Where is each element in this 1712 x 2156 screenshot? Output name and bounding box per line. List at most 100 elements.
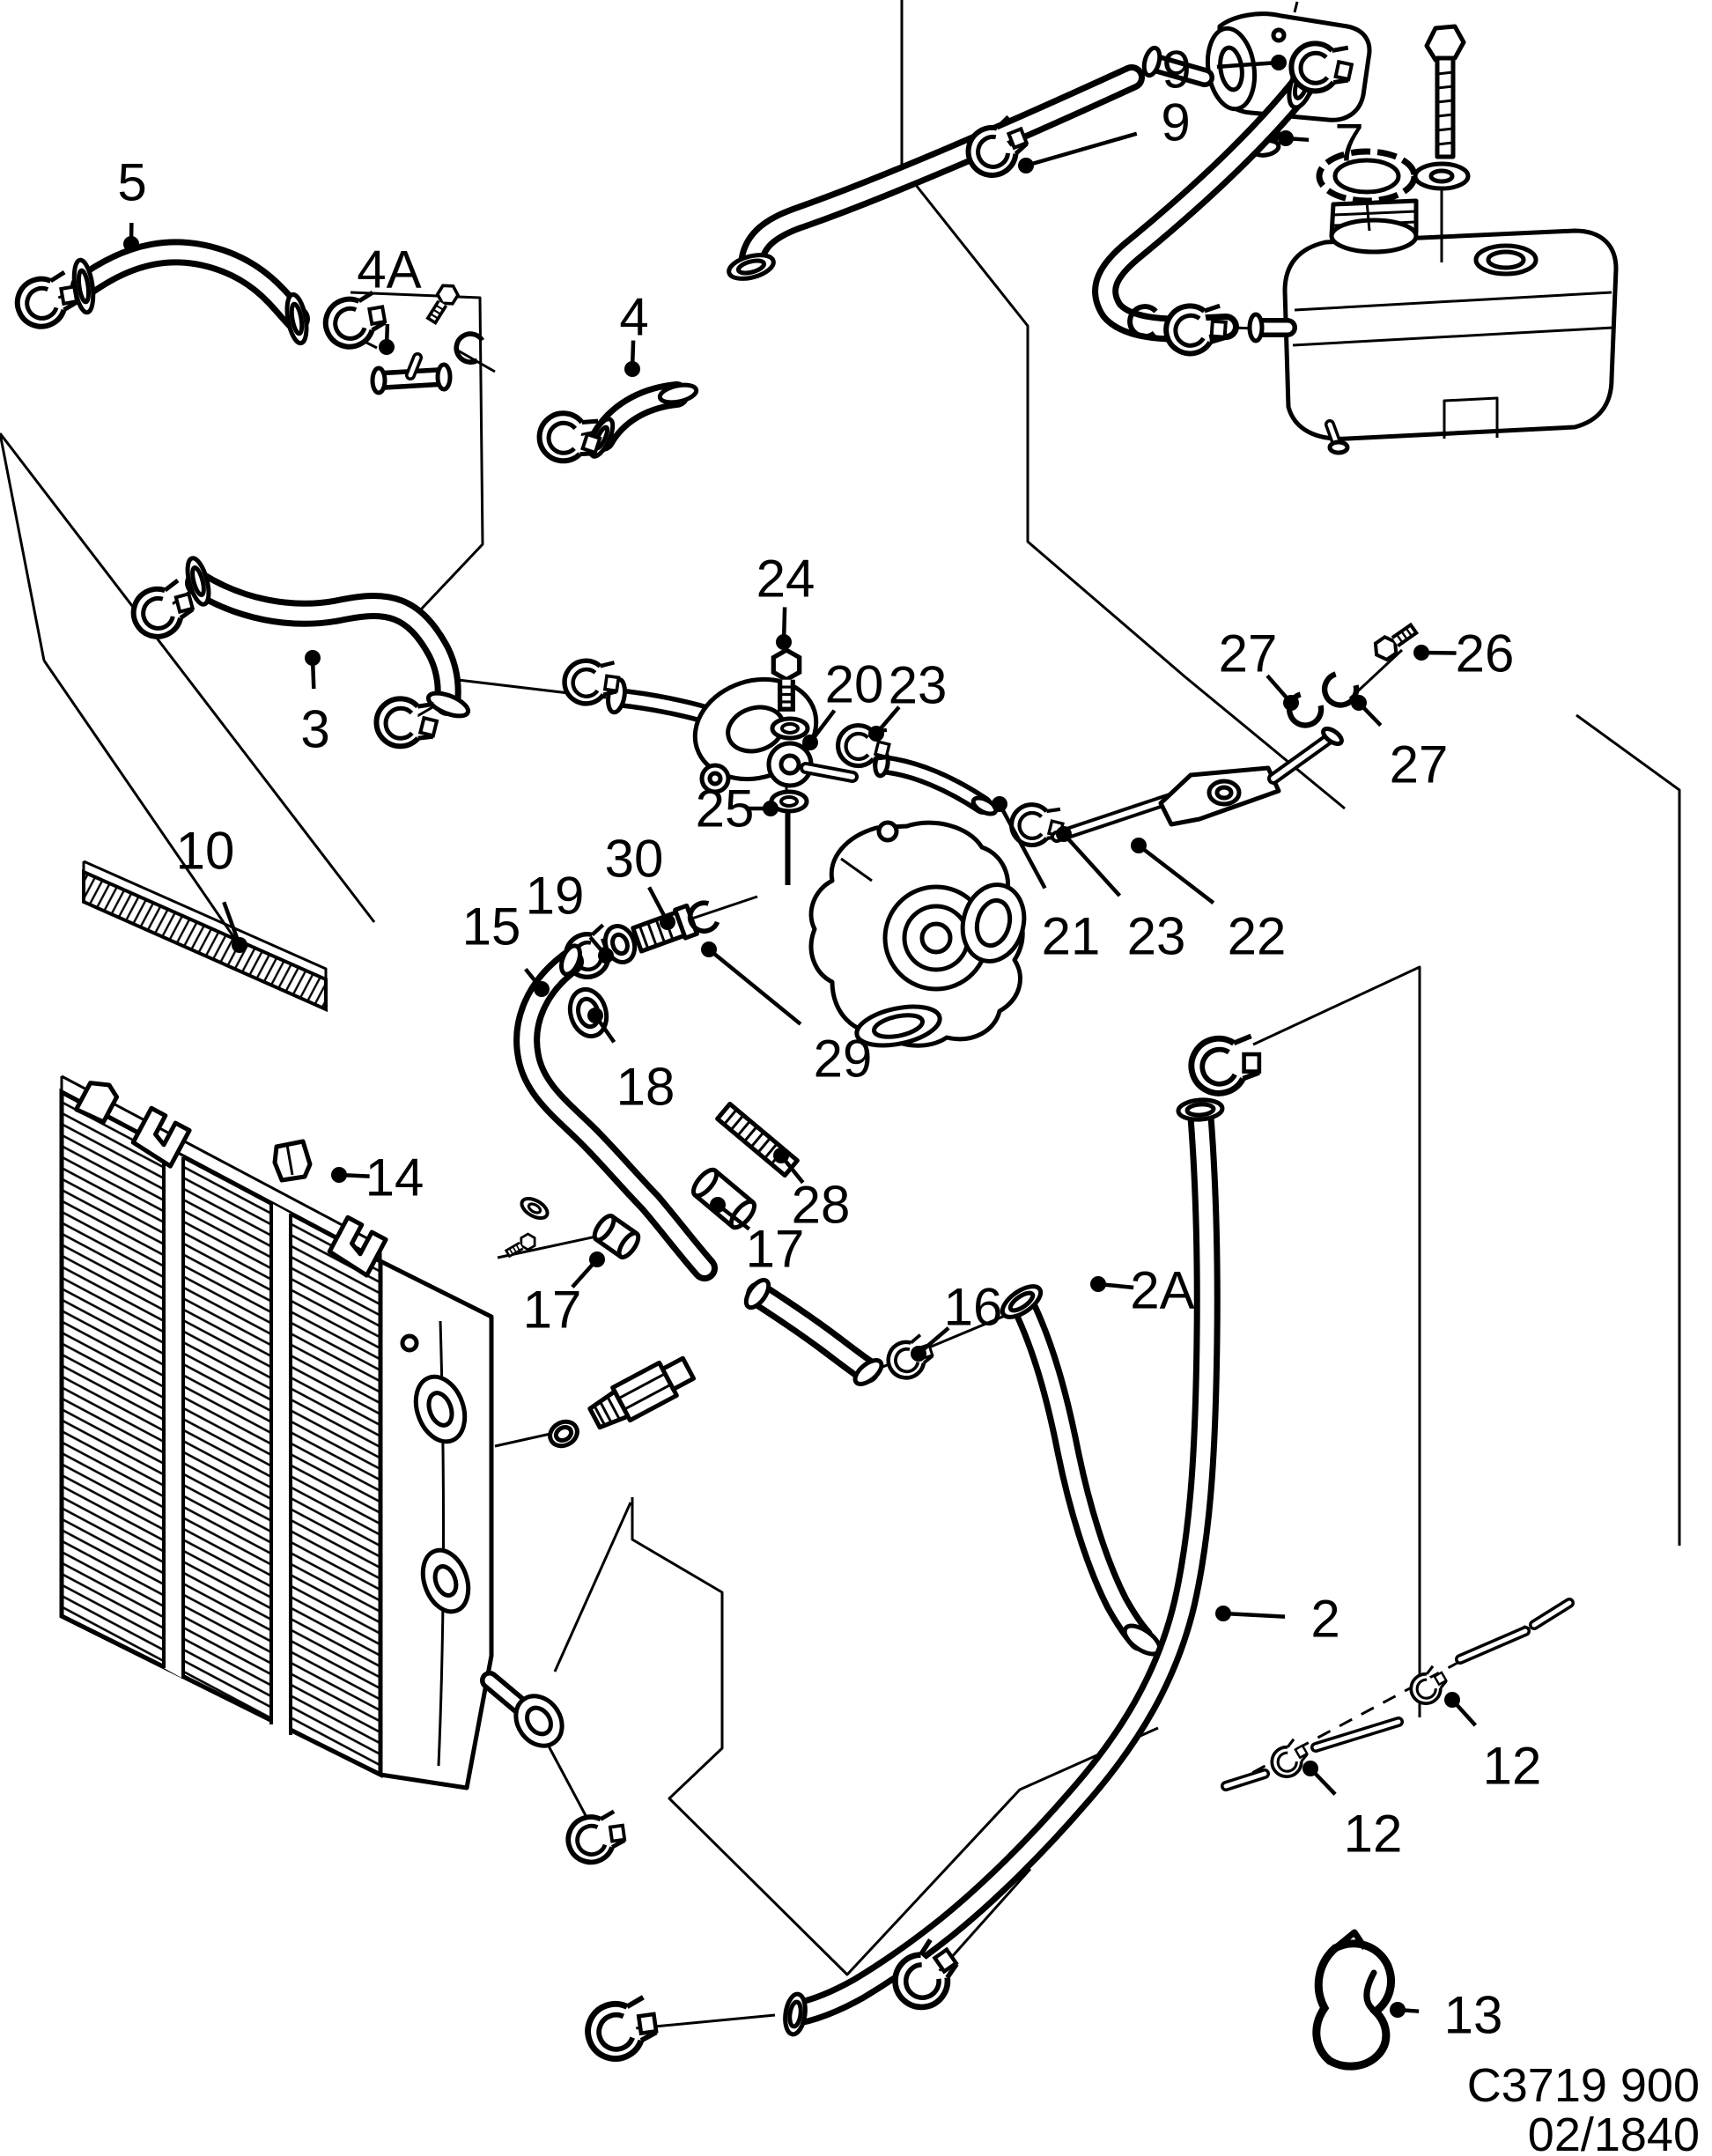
leader-dot	[763, 801, 779, 816]
part-number-label: 26	[1456, 624, 1515, 683]
callout-26: 26	[1413, 624, 1514, 683]
part-number-label: 18	[616, 1058, 675, 1117]
leader-dot	[1444, 1692, 1460, 1708]
callout-21: 21	[992, 796, 1100, 966]
leader-dot	[1090, 1276, 1106, 1292]
part-number-label: 17	[523, 1281, 582, 1340]
callout-9b: 9	[1018, 93, 1191, 174]
leader-dot	[701, 941, 717, 957]
part-number-label: 21	[1042, 907, 1101, 966]
callout-7: 7	[1278, 114, 1364, 173]
drawing-code: C3719 900	[1467, 2059, 1700, 2112]
part-number-label: 9	[1162, 41, 1191, 100]
leader-line	[1216, 60, 1280, 70]
part-number-label: 29	[814, 1030, 873, 1089]
callout-15: 15	[462, 897, 550, 997]
leader-dot	[598, 948, 614, 964]
part-number-label: 12	[1483, 1737, 1542, 1796]
callout-18: 18	[587, 1008, 675, 1117]
leader-dot	[660, 914, 675, 930]
leader-dot	[1351, 695, 1367, 711]
part-number-label: 4	[619, 288, 648, 347]
leader-dot	[1283, 695, 1299, 711]
part-number-label: 4A	[357, 240, 421, 299]
callout-12a: 12	[1444, 1692, 1541, 1796]
radiator-hose-3	[185, 556, 471, 719]
callout-5: 5	[117, 153, 147, 252]
callout-20: 20	[802, 655, 883, 750]
hose-clamp-icon	[13, 271, 80, 330]
part-number-label: 13	[1444, 1986, 1503, 2045]
callout-16: 16	[911, 1278, 1002, 1362]
radiator-corner-tab	[74, 1081, 120, 1125]
part-number-label: 2A	[1130, 1261, 1194, 1320]
small-screw	[503, 1230, 540, 1261]
callout-23b: 23	[1056, 826, 1185, 966]
leader-dot	[589, 1252, 605, 1267]
tank-filler-neck	[1329, 198, 1419, 255]
part-number-label: 23	[889, 656, 948, 715]
leader-dot	[232, 937, 247, 953]
leader-dot	[802, 735, 818, 750]
leader-line	[1025, 131, 1138, 168]
callout-3: 3	[300, 650, 330, 759]
leader-dot	[710, 1197, 726, 1213]
callout-17b: 17	[523, 1252, 605, 1340]
radiator-top-bracket	[327, 1215, 388, 1278]
callout-17a: 17	[710, 1197, 804, 1279]
retaining-clip	[272, 1139, 313, 1183]
assembly-reference-lines	[0, 0, 1681, 1976]
hose-clamp-icon	[321, 292, 388, 351]
callout-4: 4	[619, 288, 649, 377]
leader-dot	[534, 981, 550, 997]
leader-dot	[776, 634, 792, 650]
hose-4	[587, 381, 699, 459]
leader-dot	[773, 1148, 789, 1163]
leader-line	[1222, 1611, 1286, 1619]
part-number-label: 15	[462, 897, 521, 956]
callout-29: 29	[701, 941, 872, 1089]
bypass-hose	[727, 64, 1145, 281]
callout-23a: 23	[868, 656, 947, 742]
callout-10: 10	[176, 822, 247, 953]
part-number-label: 9	[1161, 93, 1190, 152]
hose-clamp-icon	[534, 405, 605, 470]
leader-dot	[624, 361, 640, 377]
leader-dot	[911, 1346, 926, 1362]
hose-clamp-icon	[584, 1996, 659, 2062]
heater-hose-5	[70, 239, 310, 346]
lower-radiator-hose-2	[783, 1097, 1225, 2037]
part-number-label: 27	[1219, 624, 1278, 683]
part-number-label: 24	[756, 550, 815, 609]
radiator-top-bracket	[130, 1105, 192, 1169]
leader-dot	[992, 796, 1007, 812]
part-number-label: 7	[1334, 114, 1363, 173]
part-number-label: 16	[944, 1278, 1003, 1337]
hose-clamp-icon	[565, 1811, 627, 1865]
leader-dot	[1056, 826, 1072, 842]
part-number-label: 23	[1127, 907, 1186, 966]
part-number-label: 30	[605, 830, 664, 889]
t-connector-4a	[370, 279, 485, 395]
callout-14: 14	[331, 1148, 424, 1207]
callout-28: 28	[773, 1148, 850, 1235]
hose-clamp-icon	[883, 1935, 968, 2017]
leader-dot	[331, 1167, 347, 1183]
expansion-tank	[1247, 24, 1619, 455]
callout-2a: 2A	[1090, 1261, 1195, 1320]
coolant-pipe-22	[1051, 727, 1344, 843]
hose-clamp-icon	[1192, 1036, 1259, 1093]
hose-clamp-23	[1007, 799, 1066, 852]
tank-mounting-bolt	[1413, 24, 1471, 262]
leader-dot	[305, 650, 321, 666]
leader-dot	[1271, 55, 1287, 70]
part-number-label: 27	[1390, 735, 1449, 794]
radiator-outlet	[480, 1671, 565, 1748]
hose-clamp-16	[883, 1333, 937, 1383]
leader-dot	[123, 236, 139, 252]
drawing-sheet: 02/1840	[1528, 2108, 1700, 2156]
callout-22: 22	[1131, 838, 1286, 966]
leader-dot	[1131, 838, 1147, 853]
threaded-stud-28	[715, 1101, 800, 1178]
